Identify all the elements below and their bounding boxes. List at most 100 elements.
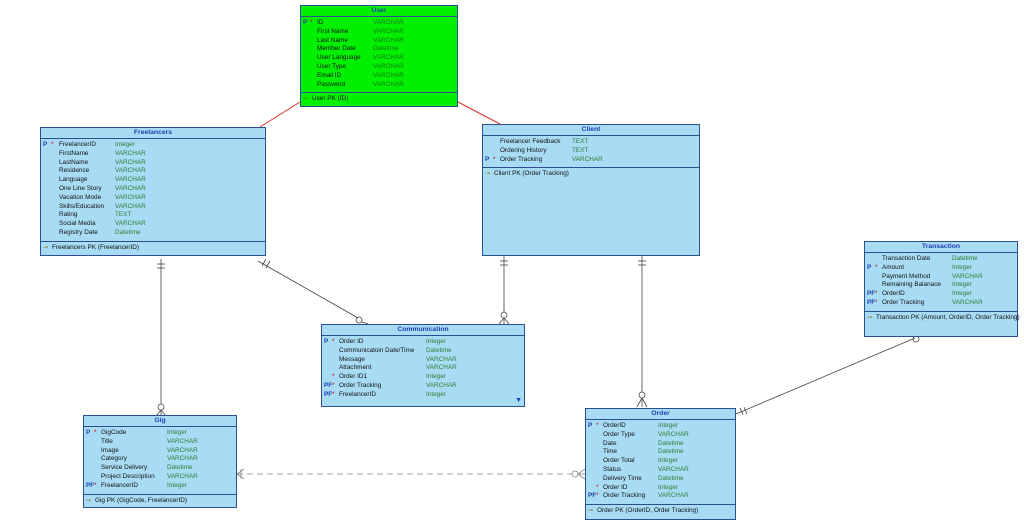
key-icon: ⊸	[303, 96, 309, 103]
attribute-name: Image	[101, 446, 119, 454]
attribute-name: Rating	[59, 211, 78, 219]
attribute-type: VARCHAR	[426, 364, 457, 372]
attribute-type: TEXT	[572, 146, 589, 154]
required-marker: *	[875, 263, 878, 271]
attribute-name: FirstName	[59, 149, 89, 157]
attribute-type: Datetime	[426, 346, 452, 354]
key-marker: PF	[867, 290, 876, 298]
key-marker: PF	[86, 481, 95, 489]
attribute-name: OrderID	[603, 422, 626, 429]
attribute-type: VARCHAR	[426, 355, 457, 363]
attribute-type: Integer	[952, 290, 972, 298]
primary-key-constraint: ⊸Order PK (OrderID, Order Tracking)	[586, 504, 735, 518]
attribute-name: Ordering History	[500, 146, 547, 154]
attribute-type: VARCHAR	[373, 80, 404, 88]
key-marker: PF	[867, 298, 876, 306]
attribute-name: Status	[603, 465, 622, 473]
attribute-type: VARCHAR	[373, 54, 404, 62]
attribute-type: VARCHAR	[426, 381, 457, 389]
key-marker: P	[86, 429, 91, 436]
attribute-type: VARCHAR	[373, 27, 404, 35]
attribute-name: FreelancerID	[339, 390, 376, 398]
attribute-name: User Type	[317, 62, 347, 70]
attribute-name: OrderID	[882, 290, 905, 298]
attribute-name: Transaction Date	[882, 255, 931, 262]
attribute-type: Integer	[167, 481, 187, 489]
attribute-type: Datetime	[115, 228, 141, 236]
required-marker: *	[332, 373, 335, 381]
attribute-name: Time	[603, 448, 617, 456]
attribute-row[interactable]: User Type VARCHAR	[301, 63, 457, 72]
primary-key-constraint: ⊸User PK (ID)	[301, 92, 457, 106]
attribute-type: Integer	[952, 281, 972, 289]
gig-order-link	[236, 468, 586, 480]
attribute-name: Member Date	[317, 45, 356, 53]
attribute-name: Order ID1	[339, 373, 368, 381]
attribute-type: VARCHAR	[373, 36, 404, 44]
attribute-name: Order Tracking	[500, 155, 543, 163]
attribute-name: Order Tracking	[339, 381, 382, 389]
scroll-down-arrow-icon[interactable]: ▼	[515, 397, 522, 405]
attribute-name: Language	[59, 176, 88, 184]
attribute-row[interactable]: Ordering History TEXT	[483, 147, 699, 156]
attribute-type: VARCHAR	[373, 62, 404, 70]
